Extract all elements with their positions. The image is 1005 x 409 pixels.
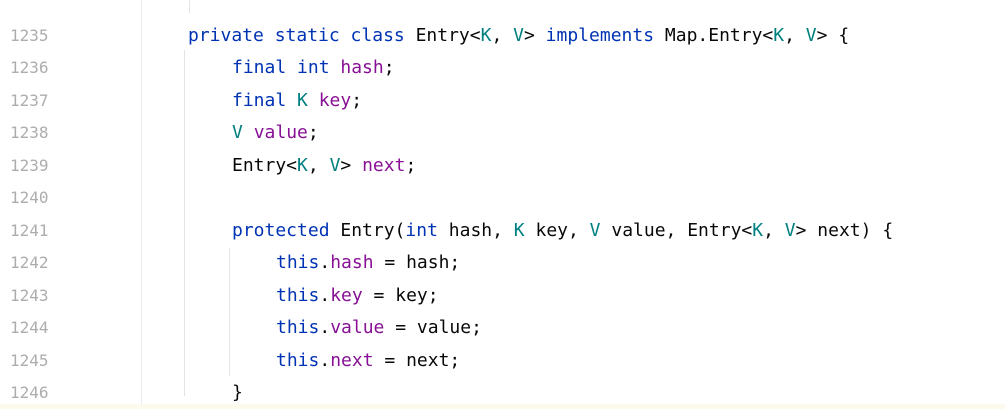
field-token: key — [318, 89, 352, 111]
text-token: value, Entry< — [611, 219, 753, 241]
code-line[interactable]: protected Entry(int hash, K key, V value… — [232, 215, 893, 248]
text-token: . — [319, 349, 331, 371]
line-number: 1235 — [10, 26, 49, 45]
text-token: , — [307, 154, 330, 176]
text-token: . — [319, 317, 331, 339]
line-number: 1243 — [10, 285, 49, 305]
text-token: , — [491, 25, 514, 46]
keyword-token: this — [276, 252, 320, 274]
field-token: hash — [340, 57, 384, 79]
text-token: Map.Entry< — [664, 25, 774, 46]
text-token: , — [763, 219, 785, 241]
type-param-token: V — [232, 122, 254, 144]
text-token: = key; — [362, 284, 439, 306]
type-param-token: K — [297, 154, 308, 176]
text-token: Entry< — [415, 25, 481, 46]
type-param-token: V — [329, 154, 341, 176]
type-param-token: K — [297, 89, 319, 111]
indent-guide — [184, 50, 185, 396]
text-token: ; — [351, 89, 363, 111]
text-token: = value; — [384, 317, 482, 339]
type-param-token: K — [480, 25, 492, 46]
field-token: value — [253, 122, 308, 144]
text-token: hash, — [448, 219, 514, 241]
type-param-token: K — [752, 219, 764, 241]
type-param-token: K — [513, 219, 536, 241]
keyword-token: private static class — [188, 25, 416, 46]
line-number: 1244 — [10, 318, 49, 338]
code-line[interactable]: final int hash; — [232, 52, 395, 85]
keyword-token: int — [405, 219, 449, 241]
line-number: 1240 — [10, 188, 49, 208]
field-token: next — [362, 154, 406, 176]
code-line[interactable]: Entry<K, V> next; — [232, 150, 416, 183]
text-token: ; — [405, 154, 417, 176]
code-line[interactable]: } — [232, 377, 243, 409]
line-number: 1245 — [10, 350, 49, 370]
line-number: 1242 — [10, 253, 49, 273]
line-number: 1246 — [10, 382, 49, 402]
line-number: 1238 — [10, 123, 49, 143]
indent-guide — [189, 0, 190, 13]
field-token: hash — [330, 252, 374, 274]
line-number: 1241 — [10, 220, 49, 240]
field-token: value — [330, 317, 385, 339]
code-line[interactable]: this.value = value; — [276, 312, 482, 345]
text-token: ; — [383, 57, 395, 79]
keyword-token: this — [276, 349, 320, 371]
line-number-gutter: 1235 1236 1237 1238 1239 1240 1241 1242 1243 1244… — [0, 0, 142, 409]
text-token: key, — [535, 219, 590, 241]
text-token: = next; — [373, 349, 461, 371]
text-token: Entry< — [232, 154, 298, 176]
code-line[interactable]: this.key = key; — [276, 280, 439, 313]
code-line[interactable]: private static class Entry<K, V> impleme… — [188, 20, 849, 53]
line-number: 1237 — [10, 90, 49, 110]
text-token: . — [319, 284, 331, 306]
field-token: key — [330, 284, 363, 306]
type-param-token: V — [589, 219, 612, 241]
code-line[interactable]: final K key; — [232, 85, 362, 118]
text-token: > { — [816, 25, 850, 46]
indent-guide — [229, 248, 230, 376]
code-line[interactable]: V value; — [232, 117, 319, 150]
text-token: , — [784, 25, 806, 46]
keyword-token: final — [232, 89, 298, 111]
type-param-token: V — [784, 219, 796, 241]
line-number: 1239 — [10, 155, 49, 175]
keyword-token: this — [276, 284, 320, 306]
text-token: > — [523, 25, 546, 46]
keyword-token: final int — [232, 57, 341, 79]
code-line[interactable]: this.hash = hash; — [276, 247, 460, 280]
code-line[interactable]: this.next = next; — [276, 345, 460, 378]
keyword-token: this — [276, 317, 320, 339]
keyword-token: protected — [232, 219, 341, 241]
text-token: > — [340, 154, 363, 176]
text-token: > next) { — [795, 219, 894, 241]
type-param-token: K — [773, 25, 785, 46]
text-token: ; — [307, 122, 319, 144]
text-token: . — [319, 252, 331, 274]
field-token: next — [330, 349, 374, 371]
text-token: Entry( — [340, 219, 406, 241]
current-line-highlight — [0, 404, 1005, 409]
type-param-token: V — [513, 25, 524, 46]
text-token: } — [232, 381, 243, 403]
type-param-token: V — [805, 25, 817, 46]
line-number: 1236 — [10, 58, 49, 78]
text-token: = hash; — [373, 252, 461, 274]
keyword-token: implements — [545, 25, 665, 46]
